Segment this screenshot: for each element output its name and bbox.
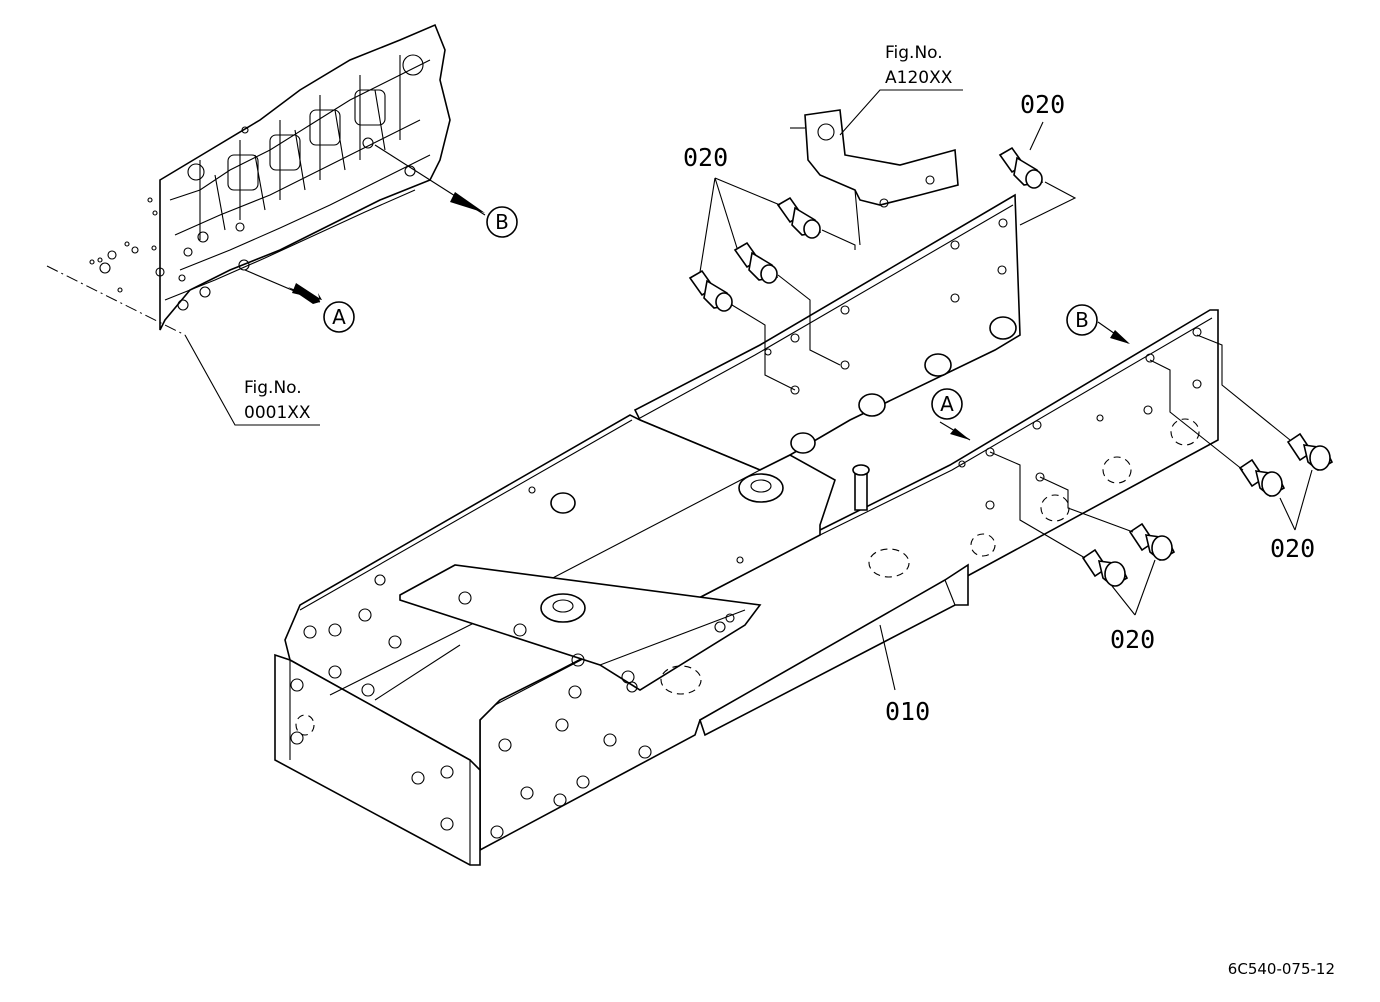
marker-a-frame: A [931,388,963,420]
frame-arrow-a [939,421,971,441]
figure-ref-0001xx: Fig.No. 0001XX [184,334,320,426]
bolt [1081,548,1129,587]
callout-020-right: 020 [1270,469,1315,563]
svg-text:020: 020 [1270,534,1315,563]
svg-text:020: 020 [1110,625,1155,654]
marker-b-engine: B [486,206,518,238]
engine-arrow-b [374,144,486,216]
engine-arrow-a [244,269,322,304]
marker-a-engine: A [323,301,355,333]
marker-b-frame: B [1066,304,1098,336]
svg-text:A: A [332,305,346,329]
svg-text:Fig.No.: Fig.No. [244,378,302,398]
frame-010 [274,193,1219,866]
bolt [1286,432,1334,471]
bolt [1128,522,1176,561]
callout-020-upper-left: 020 [683,143,781,273]
svg-text:020: 020 [683,143,728,172]
svg-text:010: 010 [885,697,930,726]
drawing-code: 6C540-075-12 [1228,960,1335,978]
svg-text:A120XX: A120XX [885,68,953,88]
svg-text:B: B [495,210,509,234]
callout-010: 010 [879,624,930,726]
frame-arrow-b [1097,321,1130,344]
svg-text:B: B [1075,308,1089,332]
bolt-group-upper-left [688,196,856,391]
bolt [1238,458,1286,497]
bolt-group-right [1149,334,1334,497]
figure-ref-a120xx: Fig.No. A120XX [839,43,963,136]
svg-text:A: A [940,392,954,416]
bolt [688,269,734,312]
bolt [776,196,822,239]
svg-text:020: 020 [1020,90,1065,119]
callout-020-upper-right: 020 [1020,90,1065,151]
bolt [733,241,779,284]
bolt-group-lower [989,451,1176,587]
callout-020-lower: 020 [1110,559,1156,654]
svg-text:0001XX: 0001XX [244,403,311,423]
engine-block-drawing [46,23,451,336]
bracket-a120xx [790,109,959,246]
svg-text:Fig.No.: Fig.No. [885,43,943,63]
bolt-group-upper-right [998,146,1077,226]
